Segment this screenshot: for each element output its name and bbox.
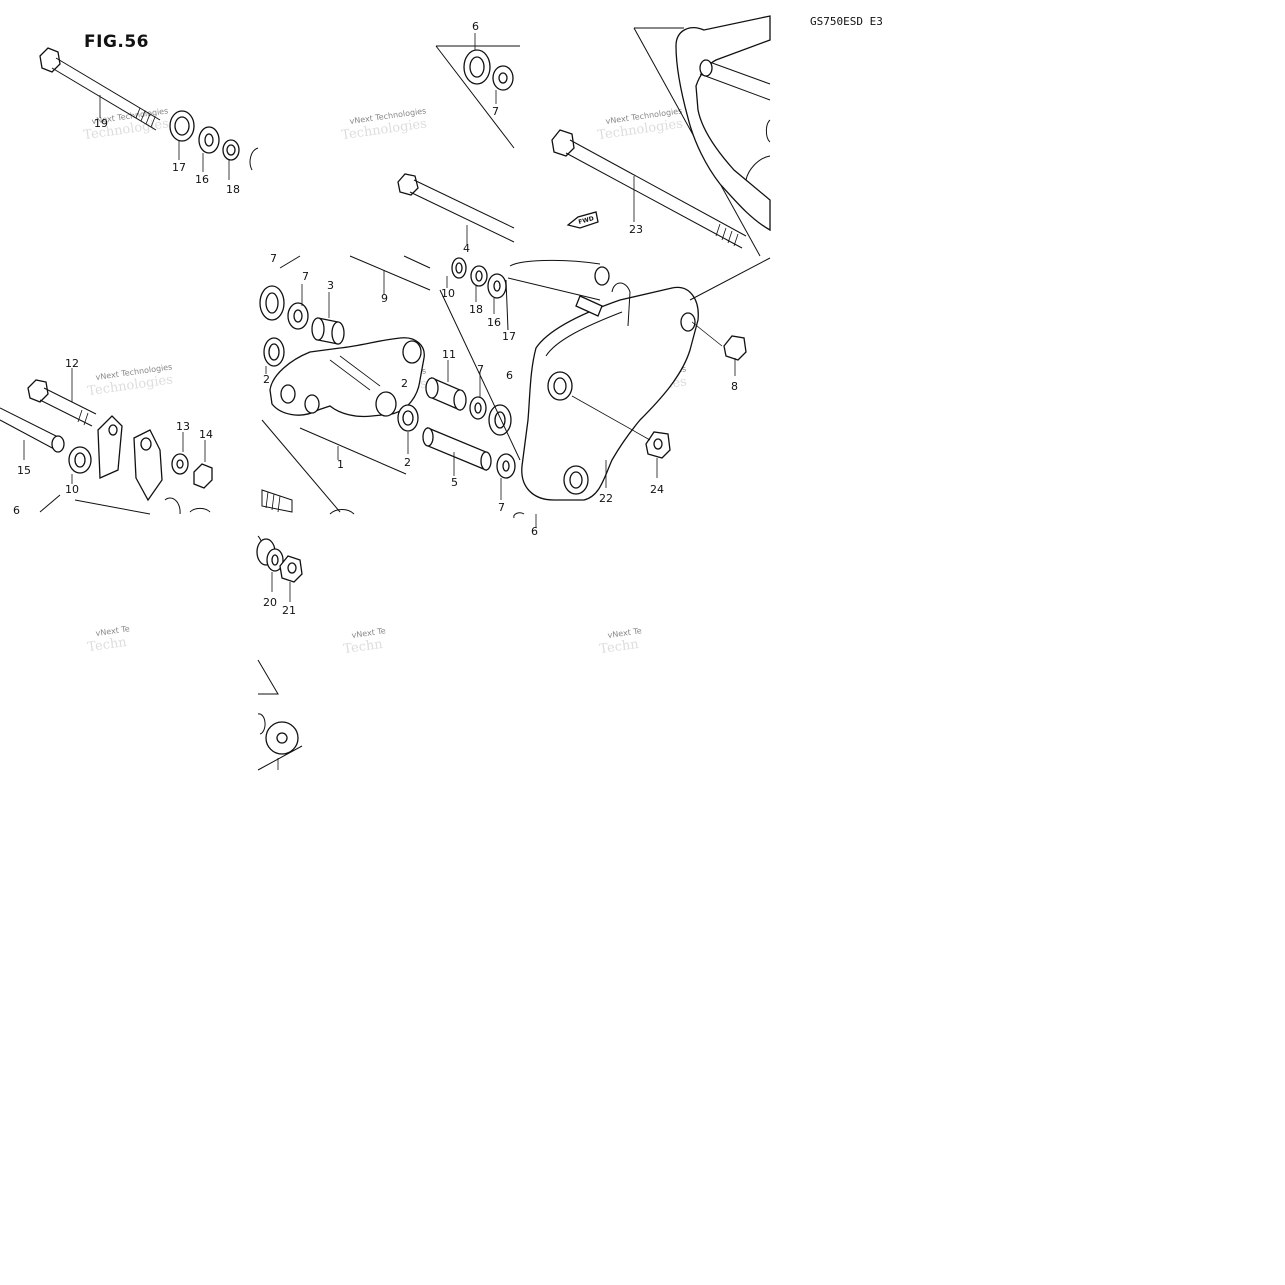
spacer-11 <box>425 377 467 411</box>
bolt-12 <box>27 379 97 427</box>
callout-7: 7 <box>477 363 484 376</box>
bearing-6-mid <box>259 285 285 321</box>
nut-8 <box>723 335 747 361</box>
fwd-label: FWD <box>578 215 595 226</box>
bolt-4 <box>397 173 515 243</box>
shaft-15 <box>0 407 65 453</box>
clip-9 <box>575 295 603 317</box>
frame-bracket <box>633 15 771 257</box>
tile-middle-left <box>0 368 213 515</box>
washer-20 <box>266 548 284 572</box>
callout-21: 21 <box>282 604 296 617</box>
callout-10: 10 <box>65 483 79 496</box>
callout-10: 10 <box>441 287 455 300</box>
callout-7: 7 <box>498 501 505 514</box>
callout-18: 18 <box>469 303 483 316</box>
washer-7-mid <box>287 302 309 330</box>
bearing-6-top <box>463 49 491 85</box>
callout-22: 22 <box>599 492 613 505</box>
callout-2: 2 <box>401 377 408 390</box>
callout-6: 6 <box>472 20 479 33</box>
cushion-rod-22 <box>521 282 699 501</box>
tile-upper-middle <box>397 33 520 244</box>
bearing-2-top <box>263 337 285 367</box>
callout-11: 11 <box>442 348 456 361</box>
callout-16: 16 <box>487 316 501 329</box>
callout-5: 5 <box>451 476 458 489</box>
callout-17: 17 <box>502 330 516 343</box>
watermark-back-text: Techn <box>599 637 641 657</box>
callout-23: 23 <box>629 223 643 236</box>
washer-13 <box>171 453 189 475</box>
callout-7: 7 <box>270 252 277 265</box>
callout-16: 16 <box>195 173 209 186</box>
nut-14 <box>193 463 213 489</box>
callout-12: 12 <box>65 357 79 370</box>
callout-19: 19 <box>94 117 108 130</box>
washer-16-mid <box>487 273 507 299</box>
watermark: Technologies vNext Technologies <box>87 362 174 399</box>
callout-6: 6 <box>13 504 20 517</box>
spacer-18-mid <box>470 265 488 287</box>
bearing-10-mid <box>451 257 467 279</box>
callout-9: 9 <box>381 292 388 305</box>
washer-7-low <box>496 453 516 479</box>
spacer-5 <box>422 427 492 471</box>
washer-7-top <box>492 65 514 91</box>
cushion-lever-1 <box>269 337 425 418</box>
bolt-19 <box>39 47 161 131</box>
callout-2: 2 <box>263 373 270 386</box>
callout-6: 6 <box>531 525 538 538</box>
bearing-17 <box>169 110 195 142</box>
callout-3: 3 <box>327 279 334 292</box>
watermark-back-text: Techn <box>87 635 129 655</box>
washer-16 <box>198 126 220 154</box>
washer-7-mid2 <box>469 396 487 420</box>
callout-7: 7 <box>492 105 499 118</box>
watermark: Techn vNext Te <box>599 626 643 657</box>
tile-upper-right: FWD <box>551 15 771 257</box>
link-plate-right <box>133 429 163 502</box>
callout-20: 20 <box>263 596 277 609</box>
tile-middle-right <box>507 257 771 528</box>
fwd-arrow: FWD <box>566 211 599 229</box>
callout-7: 7 <box>302 270 309 283</box>
tile-upper-left <box>39 47 259 180</box>
watermark: Techn vNext Te <box>87 624 131 655</box>
bearing-6-mid2 <box>488 404 512 436</box>
callout-6: 6 <box>506 369 513 382</box>
callout-18: 18 <box>226 183 240 196</box>
callout-13: 13 <box>176 420 190 433</box>
washer-lower <box>265 721 299 755</box>
callout-24: 24 <box>650 483 664 496</box>
bolt-23 <box>551 129 747 249</box>
callout-8: 8 <box>731 380 738 393</box>
nut-24 <box>645 431 671 459</box>
bearing-2-mid <box>397 404 419 432</box>
nut-21 <box>279 555 303 583</box>
watermark: Technologies vNext Technologies <box>597 106 684 143</box>
model-code: GS750ESD E3 <box>810 15 883 28</box>
spacer-3 <box>311 317 345 345</box>
link-plate-left <box>97 415 123 479</box>
callout-17: 17 <box>172 161 186 174</box>
callout-14: 14 <box>199 428 213 441</box>
watermark: Technologies vNext Technologies <box>341 106 428 143</box>
watermark-back-text: Techn <box>343 637 385 657</box>
callout-15: 15 <box>17 464 31 477</box>
callout-1: 1 <box>337 458 344 471</box>
tile-lower-middle <box>256 535 303 771</box>
callout-2: 2 <box>404 456 411 469</box>
callouts: 1 2 2 2 3 4 5 6 6 6 6 7 7 7 7 7 8 9 10 1… <box>13 20 738 617</box>
figure-title: FIG.56 <box>84 32 150 52</box>
bearing-10-left <box>68 446 92 474</box>
spacer-18 <box>222 139 240 161</box>
watermark: Techn vNext Te <box>343 626 387 657</box>
tile-middle <box>259 255 521 515</box>
callout-4: 4 <box>463 242 470 255</box>
